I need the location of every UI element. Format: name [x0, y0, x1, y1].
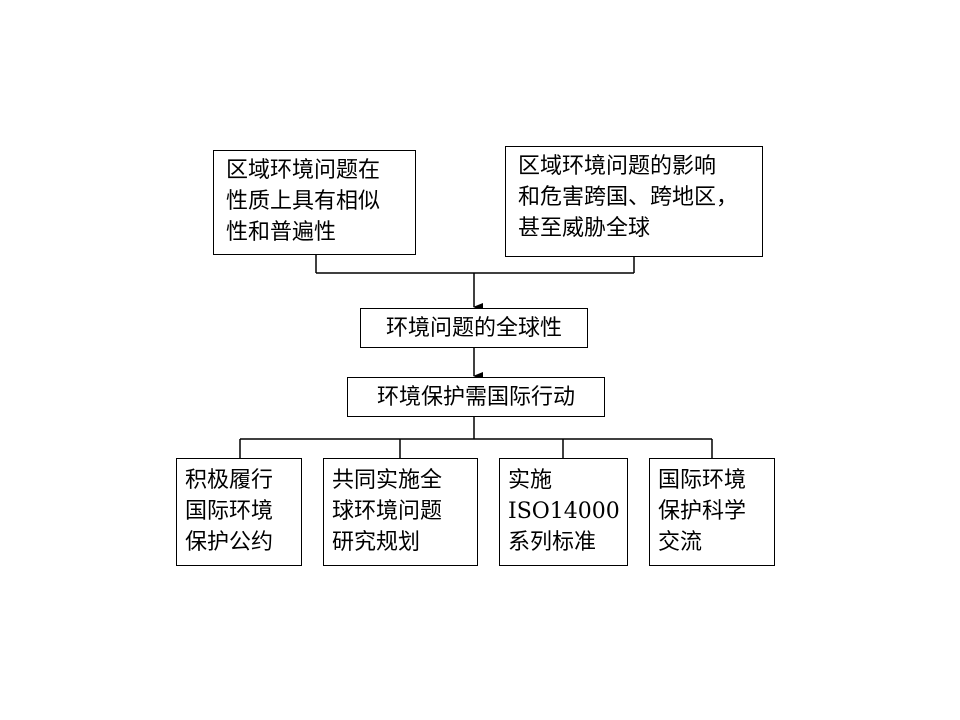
box-text-line: 区域环境问题在: [226, 158, 381, 183]
cause-similarity-box: 区域环境问题在 性质上具有相似 性和普遍性: [213, 150, 416, 255]
box-text-line: 国际环境: [658, 468, 747, 493]
action-box-science-exchange: 国际环境 保护科学 交流: [649, 458, 775, 566]
global-nature-box: 环境问题的全球性: [360, 308, 588, 348]
box-text-line: 研究规划: [332, 530, 421, 555]
box-text-line: 球环境问题: [332, 499, 443, 524]
international-action-label: 环境保护需国际行动: [376, 384, 575, 410]
box-text-line: 性和普遍性: [226, 220, 337, 245]
global-nature-label: 环境问题的全球性: [385, 315, 562, 341]
action-box-research: 共同实施全 球环境问题 研究规划: [323, 458, 478, 566]
cause-transboundary-box: 区域环境问题的影响 和危害跨国、跨地区， 甚至威胁全球: [505, 146, 763, 257]
international-action-box: 环境保护需国际行动: [347, 377, 605, 417]
box-text-line: 甚至威胁全球: [518, 216, 651, 241]
action-box-conventions: 积极履行 国际环境 保护公约: [176, 458, 302, 566]
box-text-line: ISO14000: [508, 499, 620, 524]
box-text-line: 保护公约: [185, 530, 274, 555]
box-text-line: 积极履行: [185, 468, 274, 493]
box-text-line: 性质上具有相似: [226, 189, 381, 214]
action-box-iso14000: 实施 ISO14000 系列标准: [499, 458, 628, 566]
box-text-line: 保护科学: [658, 499, 747, 524]
box-text-line: 和危害跨国、跨地区，: [518, 185, 739, 210]
box-text-line: 实施: [508, 468, 553, 493]
box-text-line: 国际环境: [185, 499, 274, 524]
box-text-line: 系列标准: [508, 530, 597, 555]
box-text-line: 交流: [658, 530, 703, 555]
box-text-line: 共同实施全: [332, 468, 443, 493]
box-text-line: 区域环境问题的影响: [518, 154, 717, 179]
